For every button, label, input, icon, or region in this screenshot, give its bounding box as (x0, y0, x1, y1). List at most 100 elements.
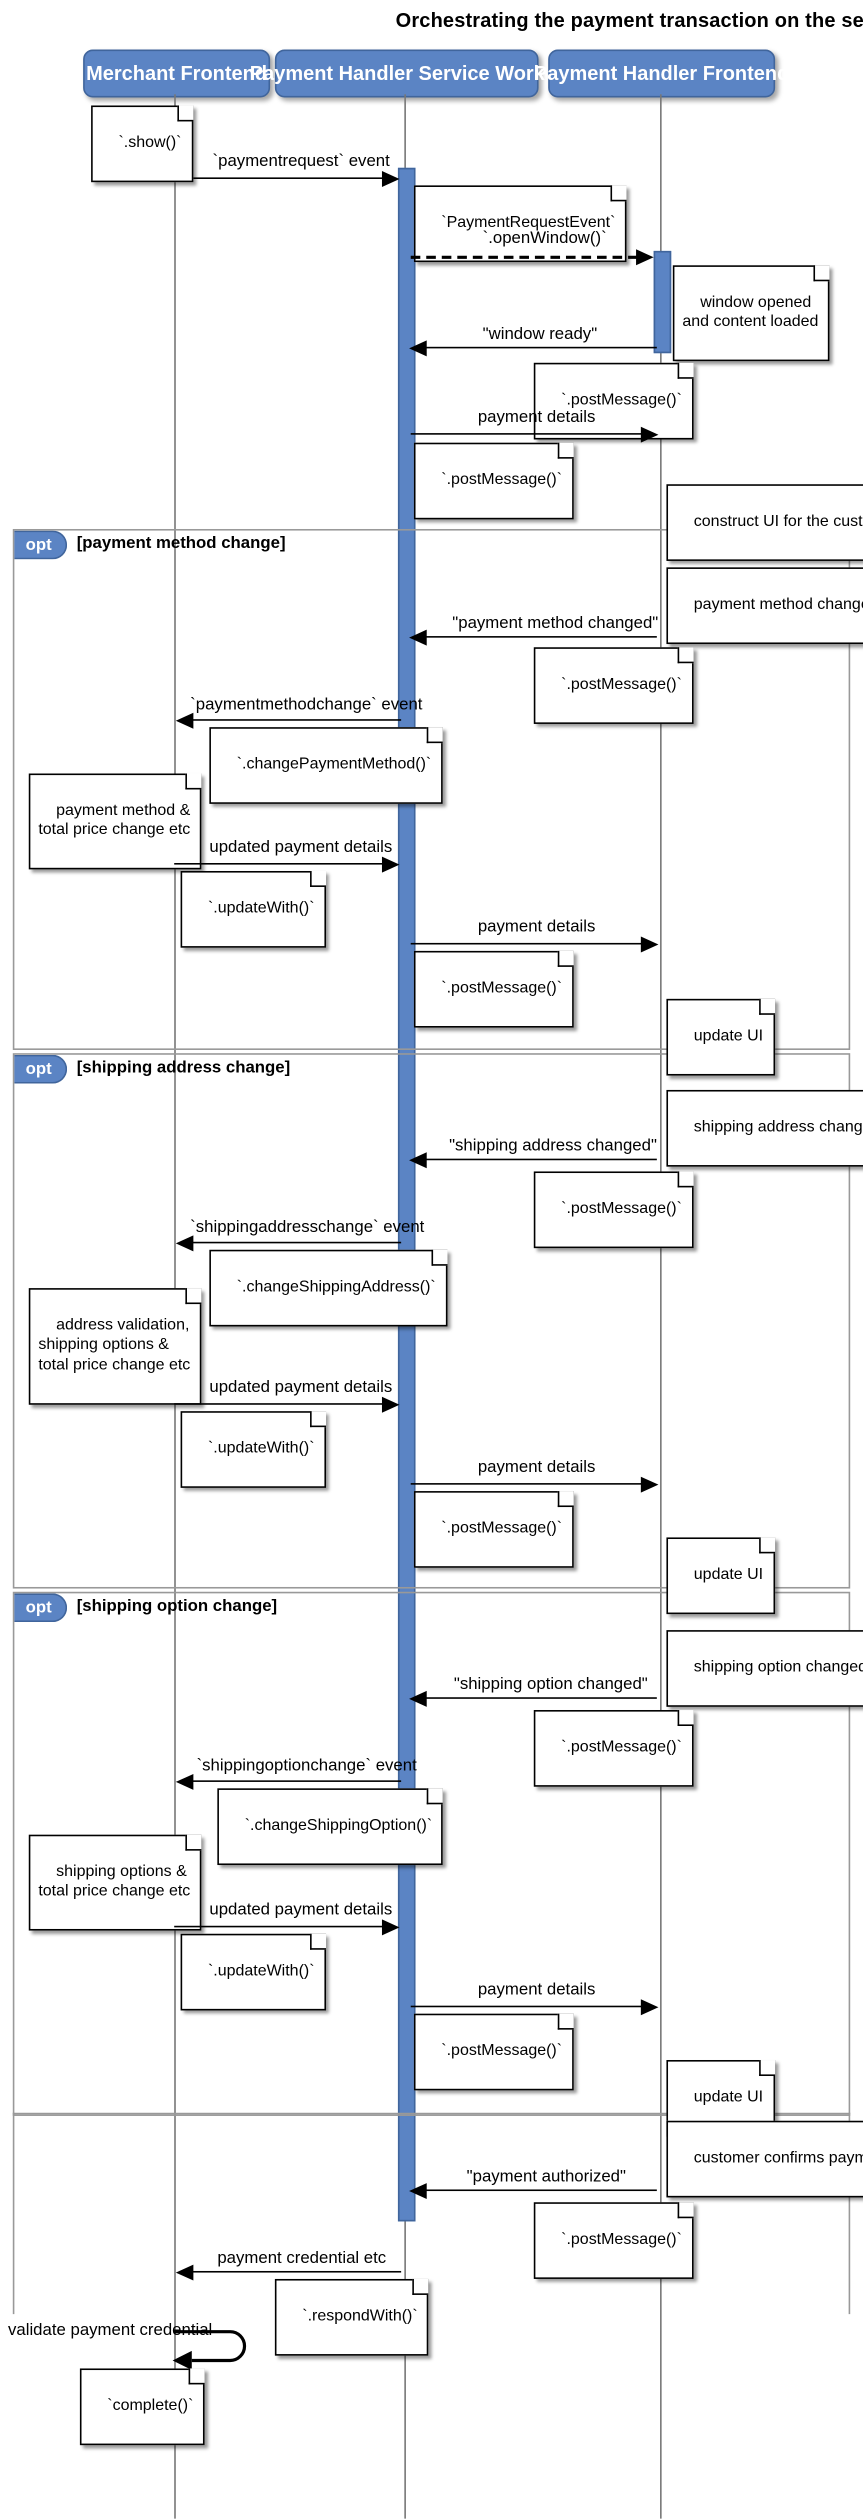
message-line-shippingaddresschange-event (185, 1241, 402, 1244)
fragment-opt-payment-method-change (12, 528, 851, 1050)
message-arrow-paymentrequest-event (381, 171, 400, 187)
message-label-paymentmethodchange-event: `paymentmethodchange` event (190, 695, 423, 715)
message-line-payment-details-4 (410, 2005, 645, 2008)
message-line-shippingoptionchange-event (185, 1780, 402, 1782)
message-label-shipping-address-changed: "shipping address changed" (449, 1136, 657, 1156)
message-line-openwindow (410, 255, 638, 259)
note-update-ui-1: update UI (666, 998, 775, 1075)
message-arrow-payment-details-3 (640, 1476, 659, 1493)
note-updatewith-1: `.updateWith()` (180, 870, 326, 947)
message-line-payment-details-2 (410, 942, 645, 945)
message-label-payment-details-3: payment details (477, 1457, 596, 1477)
note-postmessage-8: `.postMessage()` (413, 2013, 574, 2090)
actor-label: Payment Handler Frontend (533, 62, 790, 85)
message-label-updated-payment-details-2: updated payment details (209, 1377, 393, 1397)
message-arrow-openwindow (636, 249, 654, 266)
fragment-final-region (12, 2112, 851, 2315)
message-arrow-payment-credential-etc (175, 2264, 194, 2281)
message-arrow-shippingoptionchange-event (175, 1773, 194, 1790)
fragment-label-opt-3: opt (14, 1593, 68, 1623)
message-label-window-ready: "window ready" (482, 324, 598, 344)
message-arrow-payment-details-1 (640, 426, 659, 443)
message-label-payment-credential-etc: payment credential etc (217, 2248, 387, 2268)
message-arrow-updated-payment-details-2 (381, 1396, 400, 1413)
note-shipping-address-changed: shipping address changed (666, 1089, 863, 1166)
note-complete: `complete()` (79, 2368, 205, 2445)
message-label-payment-details-1: payment details (477, 407, 596, 427)
note-updatewith-3: `.updateWith()` (180, 1933, 326, 2010)
message-arrow-shipping-address-changed (409, 1152, 427, 1169)
actor-header-merchant-frontend[interactable]: Merchant Frontend (83, 49, 271, 98)
note-changepaymentmethod: `.changePaymentMethod()` (209, 727, 443, 804)
note-show: `.show()` (91, 105, 193, 182)
note-postmessage-7: `.postMessage()` (533, 1710, 694, 1786)
message-label-updated-payment-details-1: updated payment details (209, 837, 393, 857)
note-shipping-option-changed: shipping option changed (666, 1630, 863, 1707)
actor-label: Payment Handler Service Worker (249, 62, 564, 85)
message-line-updated-payment-details-3 (174, 1925, 386, 1928)
note-window-opened: window opened and content loaded (672, 265, 830, 362)
message-label-updated-payment-details-3: updated payment details (209, 1900, 393, 1920)
message-line-payment-method-changed (420, 636, 657, 638)
message-arrow-payment-method-changed (409, 629, 427, 646)
note-updatewith-2: `.updateWith()` (180, 1411, 326, 1488)
message-line-shipping-address-changed (420, 1158, 657, 1161)
message-line-paymentrequest-event (174, 177, 386, 179)
note-postmessage-4: `.postMessage()` (413, 950, 574, 1027)
message-label-validate-payment-credential: validate payment credential (7, 2320, 213, 2340)
lifeline-payment-handler-frontend (660, 94, 662, 2519)
fragment-condition-opt-1: [payment method change] (76, 533, 286, 553)
note-postmessage-6: `.postMessage()` (413, 1491, 574, 1567)
message-line-window-ready (420, 346, 657, 349)
note-changeshippingoption: `.changeShippingOption()` (217, 1788, 444, 1865)
message-label-payment-details-4: payment details (477, 1980, 596, 2000)
message-arrow-updated-payment-details-1 (381, 856, 400, 873)
self-message-validate-payment-credential (172, 2330, 247, 2371)
note-postmessage-3: `.postMessage()` (533, 647, 694, 724)
message-line-paymentmethodchange-event (185, 719, 402, 721)
fragment-condition-opt-2: [shipping address change] (76, 1057, 291, 1078)
note-postmessage-1: `.postMessage()` (533, 362, 694, 439)
message-arrow-window-ready (409, 340, 427, 357)
message-line-payment-details-1 (410, 433, 645, 435)
fragment-label-opt-2: opt (14, 1054, 68, 1084)
actor-label: Merchant Frontend (86, 62, 268, 85)
message-arrow-updated-payment-details-3 (381, 1919, 400, 1936)
note-address-validation: address validation, shipping options & t… (28, 1288, 202, 1404)
actor-header-payment-handler-frontend[interactable]: Payment Handler Frontend (534, 49, 789, 98)
message-label-payment-method-changed: "payment method changed" (452, 613, 659, 633)
fragment-opt-shipping-option-change (12, 1591, 851, 2116)
actor-header-payment-handler-service-worker[interactable]: Payment Handler Service Worker (250, 49, 564, 98)
message-line-payment-authorized (420, 2189, 657, 2192)
message-arrow-payment-authorized (409, 2183, 427, 2200)
fragment-condition-opt-3: [shipping option change] (76, 1596, 278, 1616)
message-arrow-shipping-option-changed (409, 1690, 427, 1707)
message-line-updated-payment-details-1 (174, 863, 386, 865)
message-label-shippingaddresschange-event: `shippingaddresschange` event (190, 1217, 425, 1237)
message-label-payment-details-2: payment details (477, 917, 596, 937)
page-title: Orchestrating the payment transaction on… (395, 9, 863, 32)
message-label-shippingoptionchange-event: `shippingoptionchange` event (196, 1756, 417, 1776)
message-arrow-paymentmethodchange-event (175, 712, 194, 729)
message-line-payment-details-3 (410, 1483, 645, 1485)
message-line-shipping-option-changed (420, 1697, 657, 1699)
note-postmessage-2: `.postMessage()` (413, 442, 574, 519)
message-arrow-payment-details-2 (640, 936, 659, 953)
note-payment-method-total-price: payment method & total price change etc (28, 773, 202, 870)
message-arrow-shippingaddresschange-event (175, 1235, 194, 1252)
note-shipping-options-total-price: shipping options & total price change et… (28, 1834, 202, 1931)
message-line-updated-payment-details-2 (174, 1403, 386, 1405)
message-label-payment-authorized: "payment authorized" (466, 2167, 626, 2187)
note-respondwith: `.respondWith()` (274, 2278, 429, 2355)
note-payment-method-changed: payment method changed (666, 567, 863, 644)
message-label-shipping-option-changed: "shipping option changed" (453, 1674, 648, 1695)
activation-service-worker (397, 167, 416, 2222)
note-update-ui-2: update UI (666, 1537, 775, 1614)
note-postmessage-9: `.postMessage()` (533, 2202, 694, 2279)
note-construct-ui: construct UI for the customer (666, 484, 863, 561)
note-changeshippingaddress: `.changeShippingAddress()` (209, 1249, 447, 1326)
note-postmessage-5: `.postMessage()` (533, 1171, 694, 1248)
note-customer-confirms-payment: customer confirms payment (666, 2120, 863, 2197)
message-label-paymentrequest-event: `paymentrequest` event (212, 151, 390, 172)
